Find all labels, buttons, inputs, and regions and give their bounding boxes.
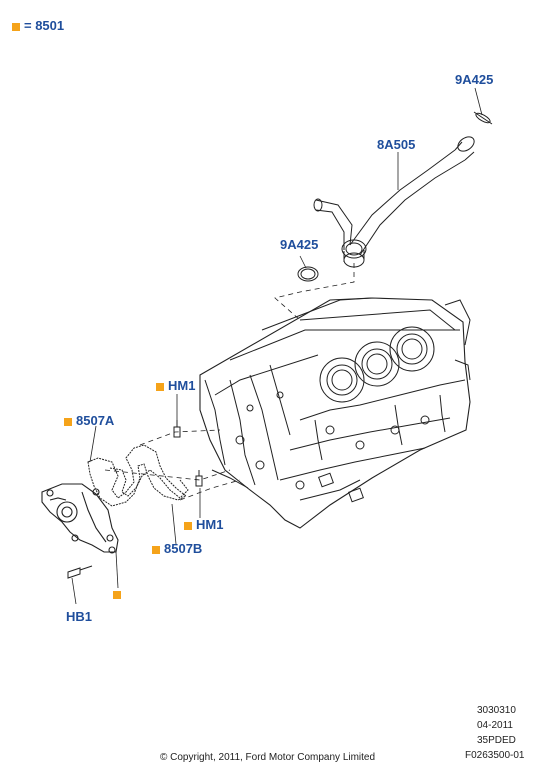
callout-8507a-text: 8507A [76, 413, 115, 428]
o-ring-gaskets [297, 111, 493, 282]
callout-hb1: HB1 [66, 609, 93, 624]
bolt-hb1 [67, 565, 93, 579]
coolant-tube [313, 136, 475, 268]
callout-hm1-lower-text: HM1 [196, 517, 224, 532]
callout-8507a: 8507A [64, 413, 114, 428]
copyright-text: © Copyright, 2011, Ford Motor Company Li… [160, 752, 376, 763]
water-pump [41, 483, 119, 554]
marker-icon [156, 382, 164, 391]
legend-marker-icon [12, 22, 20, 31]
leader-lines [71, 87, 483, 605]
callout-8a505: 8A505 [377, 137, 416, 152]
legend-text: = 8501 [24, 18, 65, 33]
callout-9a425-top: 9A425 [455, 72, 494, 87]
ref-figure-id: F0263500-01 [465, 750, 525, 761]
gasket-8507a [87, 444, 187, 507]
engine-block [199, 297, 471, 529]
legend: = 8501 [12, 18, 64, 33]
ref-number-1: 3030310 [477, 705, 516, 716]
ref-date: 04-2011 [477, 720, 513, 731]
marker-icon [184, 521, 192, 530]
marker-icon [64, 417, 72, 426]
callout-hm1-lower: HM1 [184, 517, 223, 532]
ref-code: 35PDED [477, 735, 516, 746]
gasket-8507b [109, 467, 189, 499]
studs-hm1 [173, 420, 203, 487]
callout-hm1-upper: HM1 [156, 378, 195, 393]
marker-icon [152, 545, 160, 554]
callout-8507b: 8507B [152, 541, 202, 556]
callout-hm1-upper-text: HM1 [168, 378, 196, 393]
assembly-lines [104, 263, 355, 501]
callout-8507b-text: 8507B [164, 541, 203, 556]
callout-9a425-lower: 9A425 [280, 237, 319, 252]
marker-icon-pump [113, 591, 121, 599]
